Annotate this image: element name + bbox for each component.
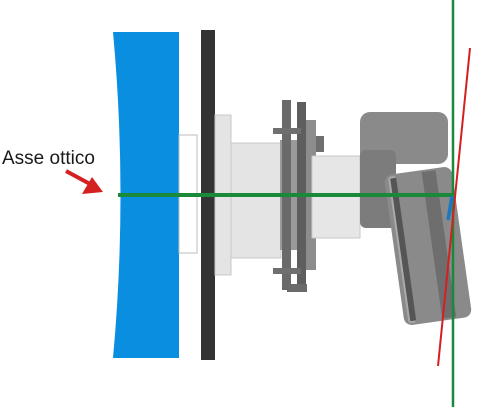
pointer-arrow-shaft — [65, 169, 91, 186]
sensor-marker — [446, 195, 454, 221]
sensor-stripe-dark — [390, 177, 417, 322]
pointer-arrow-head — [82, 177, 103, 194]
ring-tab-top — [273, 128, 301, 134]
camera-body-grip — [360, 150, 396, 228]
ring-tab-bottom — [273, 268, 301, 274]
adapter-tube — [230, 142, 282, 259]
tilted-sensor-group — [384, 167, 472, 325]
ring-base — [287, 284, 307, 292]
optical-axis-label: Asse ottico — [2, 148, 95, 169]
sensor-front-band — [421, 170, 457, 319]
ring-stud — [316, 136, 324, 152]
tilted-plane-line — [437, 47, 471, 367]
